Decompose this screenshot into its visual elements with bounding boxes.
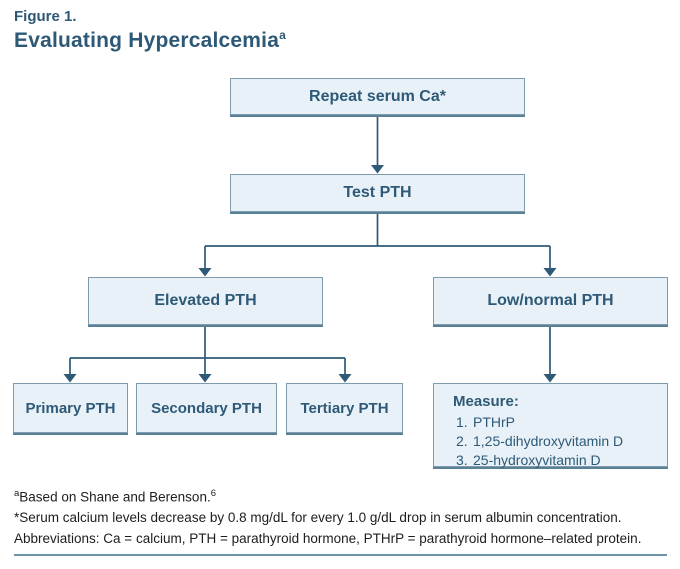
node-test-pth: Test PTH — [230, 174, 525, 212]
measure-item: 3. 25-hydroxyvitamin D — [453, 451, 657, 470]
footnotes: aBased on Shane and Berenson.6 *Serum ca… — [14, 484, 666, 549]
measure-item-text: PTHrP — [473, 414, 515, 430]
arrow-down-icon — [543, 268, 557, 277]
arrow-down-icon — [198, 268, 212, 277]
arrow-down-icon — [338, 374, 352, 383]
figure-title: Evaluating Hypercalcemiaa — [14, 28, 286, 53]
measure-item-text: 1,25-dihydroxyvitamin D — [473, 433, 624, 449]
bottom-rule — [14, 554, 667, 556]
measure-item-text: 25-hydroxyvitamin D — [473, 452, 601, 468]
footnote-asterisk: *Serum calcium levels decrease by 0.8 mg… — [14, 510, 622, 525]
node-primary-pth: Primary PTH — [13, 383, 128, 433]
measure-item-number: 1. — [456, 414, 468, 430]
measure-item-number: 2. — [456, 433, 468, 449]
footnote-a-text: Based on Shane and Berenson. — [19, 489, 211, 505]
footnote-abbreviations: Abbreviations: Ca = calcium, PTH = parat… — [14, 530, 642, 546]
node-measure: Measure: 1. PTHrP 2. 1,25-dihydroxyvitam… — [433, 383, 668, 470]
node-tertiary-pth: Tertiary PTH — [286, 383, 403, 433]
connector-line — [69, 327, 346, 375]
measure-heading: Measure: — [453, 393, 519, 410]
node-repeat-serum-ca: Repeat serum Ca* — [230, 78, 525, 115]
figure-label: Figure 1. — [14, 8, 77, 25]
footnote-a: aBased on Shane and Berenson.6 — [14, 484, 666, 508]
footnote-a-superscript: a — [14, 488, 20, 499]
figure-title-superscript: a — [279, 28, 286, 42]
arrow-down-icon — [543, 374, 557, 383]
figure-title-text: Evaluating Hypercalcemia — [14, 29, 280, 52]
measure-item: 1. PTHrP — [453, 413, 657, 432]
arrow-down-icon — [198, 374, 212, 383]
connector-line — [204, 212, 551, 269]
arrow-down-icon — [371, 165, 384, 174]
measure-item-number: 3. — [456, 452, 468, 468]
node-secondary-pth: Secondary PTH — [136, 383, 277, 433]
footnote-a-ref-superscript: 6 — [210, 488, 216, 499]
arrow-down-icon — [63, 374, 77, 383]
node-low-normal-pth: Low/normal PTH — [433, 277, 668, 325]
node-elevated-pth: Elevated PTH — [88, 277, 323, 325]
measure-item: 2. 1,25-dihydroxyvitamin D — [453, 432, 657, 451]
